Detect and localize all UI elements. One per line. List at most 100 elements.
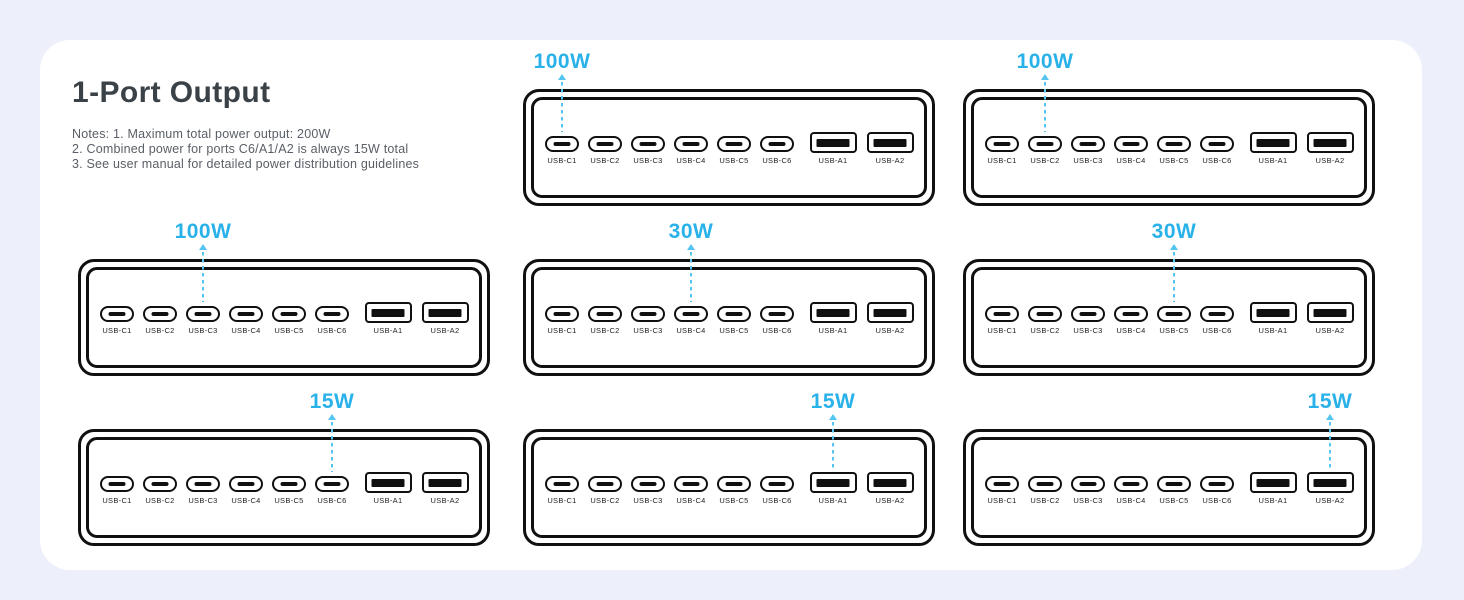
port-label: USB-C6 [1202,156,1232,165]
port-label: USB-A1 [1258,496,1288,505]
port-label: USB-C3 [1073,156,1103,165]
watt-label: 15W [810,390,856,413]
usb-c-port-icon [315,476,349,492]
arrow-up-icon [1326,414,1334,420]
usb-c-port-icon [985,476,1019,492]
arrow-up-icon [199,244,207,250]
usb-c-port-icon [1157,306,1191,322]
device-inner-outline [971,97,1367,198]
usb-c-port-icon [1114,136,1148,152]
port-label: USB-A1 [818,326,848,335]
arrow-up-icon [1170,244,1178,250]
usb-c-port-icon [631,306,665,322]
port-label: USB-C3 [633,496,663,505]
usb-a-port-icon [809,302,857,323]
watt-label: 100W [1016,50,1074,73]
port-label: USB-C6 [762,156,792,165]
port-label: USB-C6 [1202,496,1232,505]
usb-c-port-icon [985,136,1019,152]
port-label: USB-A2 [875,156,905,165]
port-label: USB-C6 [317,326,347,335]
port-label: USB-C5 [274,326,304,335]
usb-c-port-icon [1200,136,1234,152]
port-label: USB-A2 [430,496,460,505]
port-label: USB-C6 [762,496,792,505]
usb-c-port-icon [674,306,708,322]
port-label: USB-C3 [1073,496,1103,505]
port-label: USB-A2 [875,326,905,335]
port-label: USB-A1 [818,496,848,505]
watt-label: 100W [533,50,591,73]
port-label: USB-C5 [719,156,749,165]
usb-a-port-icon [421,472,469,493]
usb-c-port-icon [631,136,665,152]
usb-c-port-icon [1071,136,1105,152]
usb-c-port-icon [674,136,708,152]
port-label: USB-C1 [102,496,132,505]
port-label: USB-A2 [430,326,460,335]
usb-c-port-icon [545,476,579,492]
usb-a-port-icon [421,302,469,323]
usb-a-port-icon [1306,302,1354,323]
usb-a-port-icon [809,472,857,493]
usb-c-port-icon [1114,476,1148,492]
usb-a-port-icon [364,472,412,493]
port-label: USB-A2 [1315,156,1345,165]
port-label: USB-C3 [188,326,218,335]
usb-c-port-icon [760,476,794,492]
dashed-arrow-line [689,252,693,302]
port-label: USB-C3 [633,326,663,335]
dashed-arrow-line [1328,422,1332,469]
usb-c-port-icon [985,306,1019,322]
arrow-up-icon [687,244,695,250]
port-label: USB-C6 [1202,326,1232,335]
page-title: 1-Port Output [72,76,271,109]
port-label: USB-C4 [1116,156,1146,165]
port-label: USB-C6 [317,496,347,505]
dashed-arrow-line [1172,252,1176,302]
port-label: USB-A1 [1258,156,1288,165]
usb-a-port-icon [1306,472,1354,493]
port-label: USB-C2 [145,326,175,335]
port-label: USB-C1 [987,326,1017,335]
device-inner-outline [531,437,927,538]
device-inner-outline [971,437,1367,538]
port-label: USB-C5 [1159,326,1189,335]
watt-label: 30W [1151,220,1197,243]
usb-c-port-icon [100,476,134,492]
notes-list: Notes: 1. Maximum total power output: 20… [72,127,502,172]
port-label: USB-C5 [1159,496,1189,505]
watt-label: 15W [309,390,355,413]
port-label: USB-C2 [590,326,620,335]
watt-label: 15W [1307,390,1353,413]
port-label: USB-C4 [676,156,706,165]
usb-c-port-icon [717,476,751,492]
port-label: USB-C1 [987,496,1017,505]
note-line-1: Notes: 1. Maximum total power output: 20… [72,127,331,141]
usb-c-port-icon [315,306,349,322]
arrow-up-icon [829,414,837,420]
device-inner-outline [531,267,927,368]
port-label: USB-C2 [1030,326,1060,335]
note-line-2: 2. Combined power for ports C6/A1/A2 is … [72,142,409,156]
usb-a-port-icon [809,132,857,153]
port-label: USB-C1 [547,156,577,165]
usb-c-port-icon [1028,136,1062,152]
usb-c-port-icon [100,306,134,322]
usb-c-port-icon [1200,306,1234,322]
usb-c-port-icon [760,306,794,322]
port-label: USB-C5 [719,326,749,335]
usb-c-port-icon [545,306,579,322]
usb-c-port-icon [631,476,665,492]
arrow-up-icon [558,74,566,80]
usb-c-port-icon [588,136,622,152]
usb-c-port-icon [588,306,622,322]
watt-label: 100W [174,220,232,243]
usb-c-port-icon [1028,476,1062,492]
